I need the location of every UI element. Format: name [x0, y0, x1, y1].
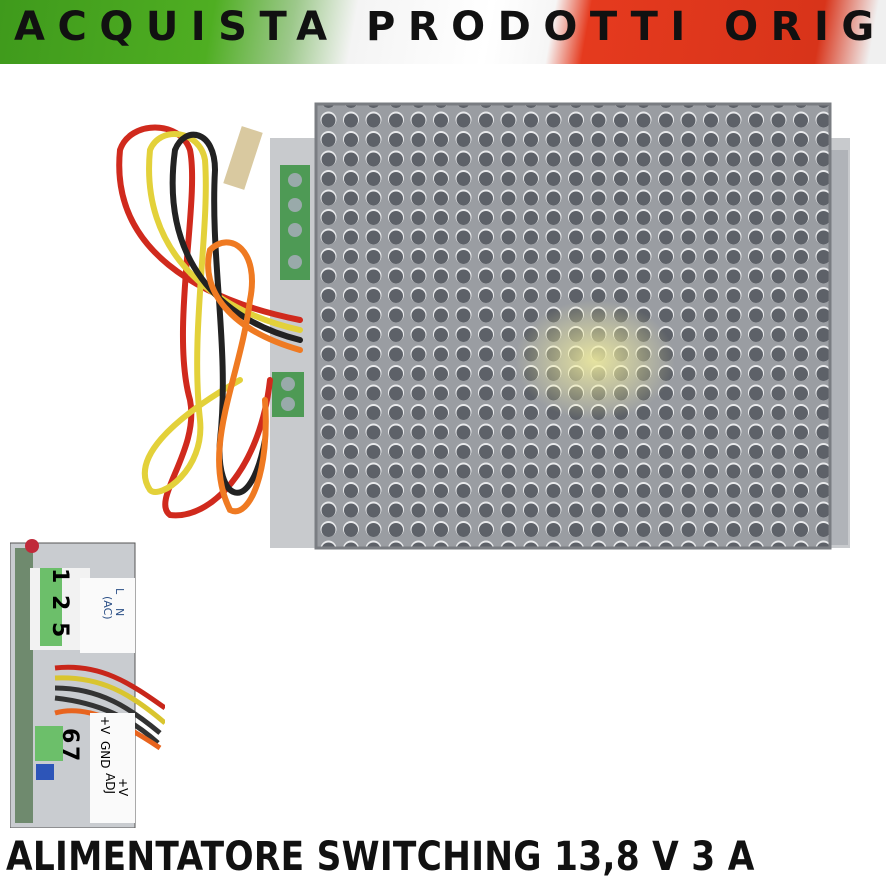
- label-adj-v: +V: [116, 778, 130, 797]
- label-plus-v: +V: [98, 716, 112, 735]
- label-ac: (AC): [101, 596, 114, 620]
- wires: [116, 124, 303, 519]
- product-caption: ALIMENTATORE SWITCHING 13,8 V 3 A: [6, 834, 755, 880]
- italian-flag-banner: ACQUISTA PRODOTTI ORIGINALI: [0, 0, 886, 64]
- label-l: L: [113, 588, 126, 595]
- label-n: N: [113, 608, 126, 617]
- terminal-2: 2: [47, 595, 72, 611]
- terminal-1: 1: [47, 568, 72, 584]
- terminal-6: 6: [57, 728, 82, 744]
- terminal-detail-inset: 1 2 5 L N (AC) 6 7 +V GND +V ADJ: [10, 538, 165, 828]
- power-supply-photo: [116, 102, 850, 550]
- faston-connector: [223, 126, 263, 190]
- label-gnd: GND: [98, 741, 112, 769]
- label-adj: ADJ: [103, 773, 117, 794]
- terminal-5: 5: [47, 622, 72, 638]
- banner-title: ACQUISTA PRODOTTI ORIGINALI: [14, 4, 886, 50]
- terminal-7: 7: [57, 746, 82, 762]
